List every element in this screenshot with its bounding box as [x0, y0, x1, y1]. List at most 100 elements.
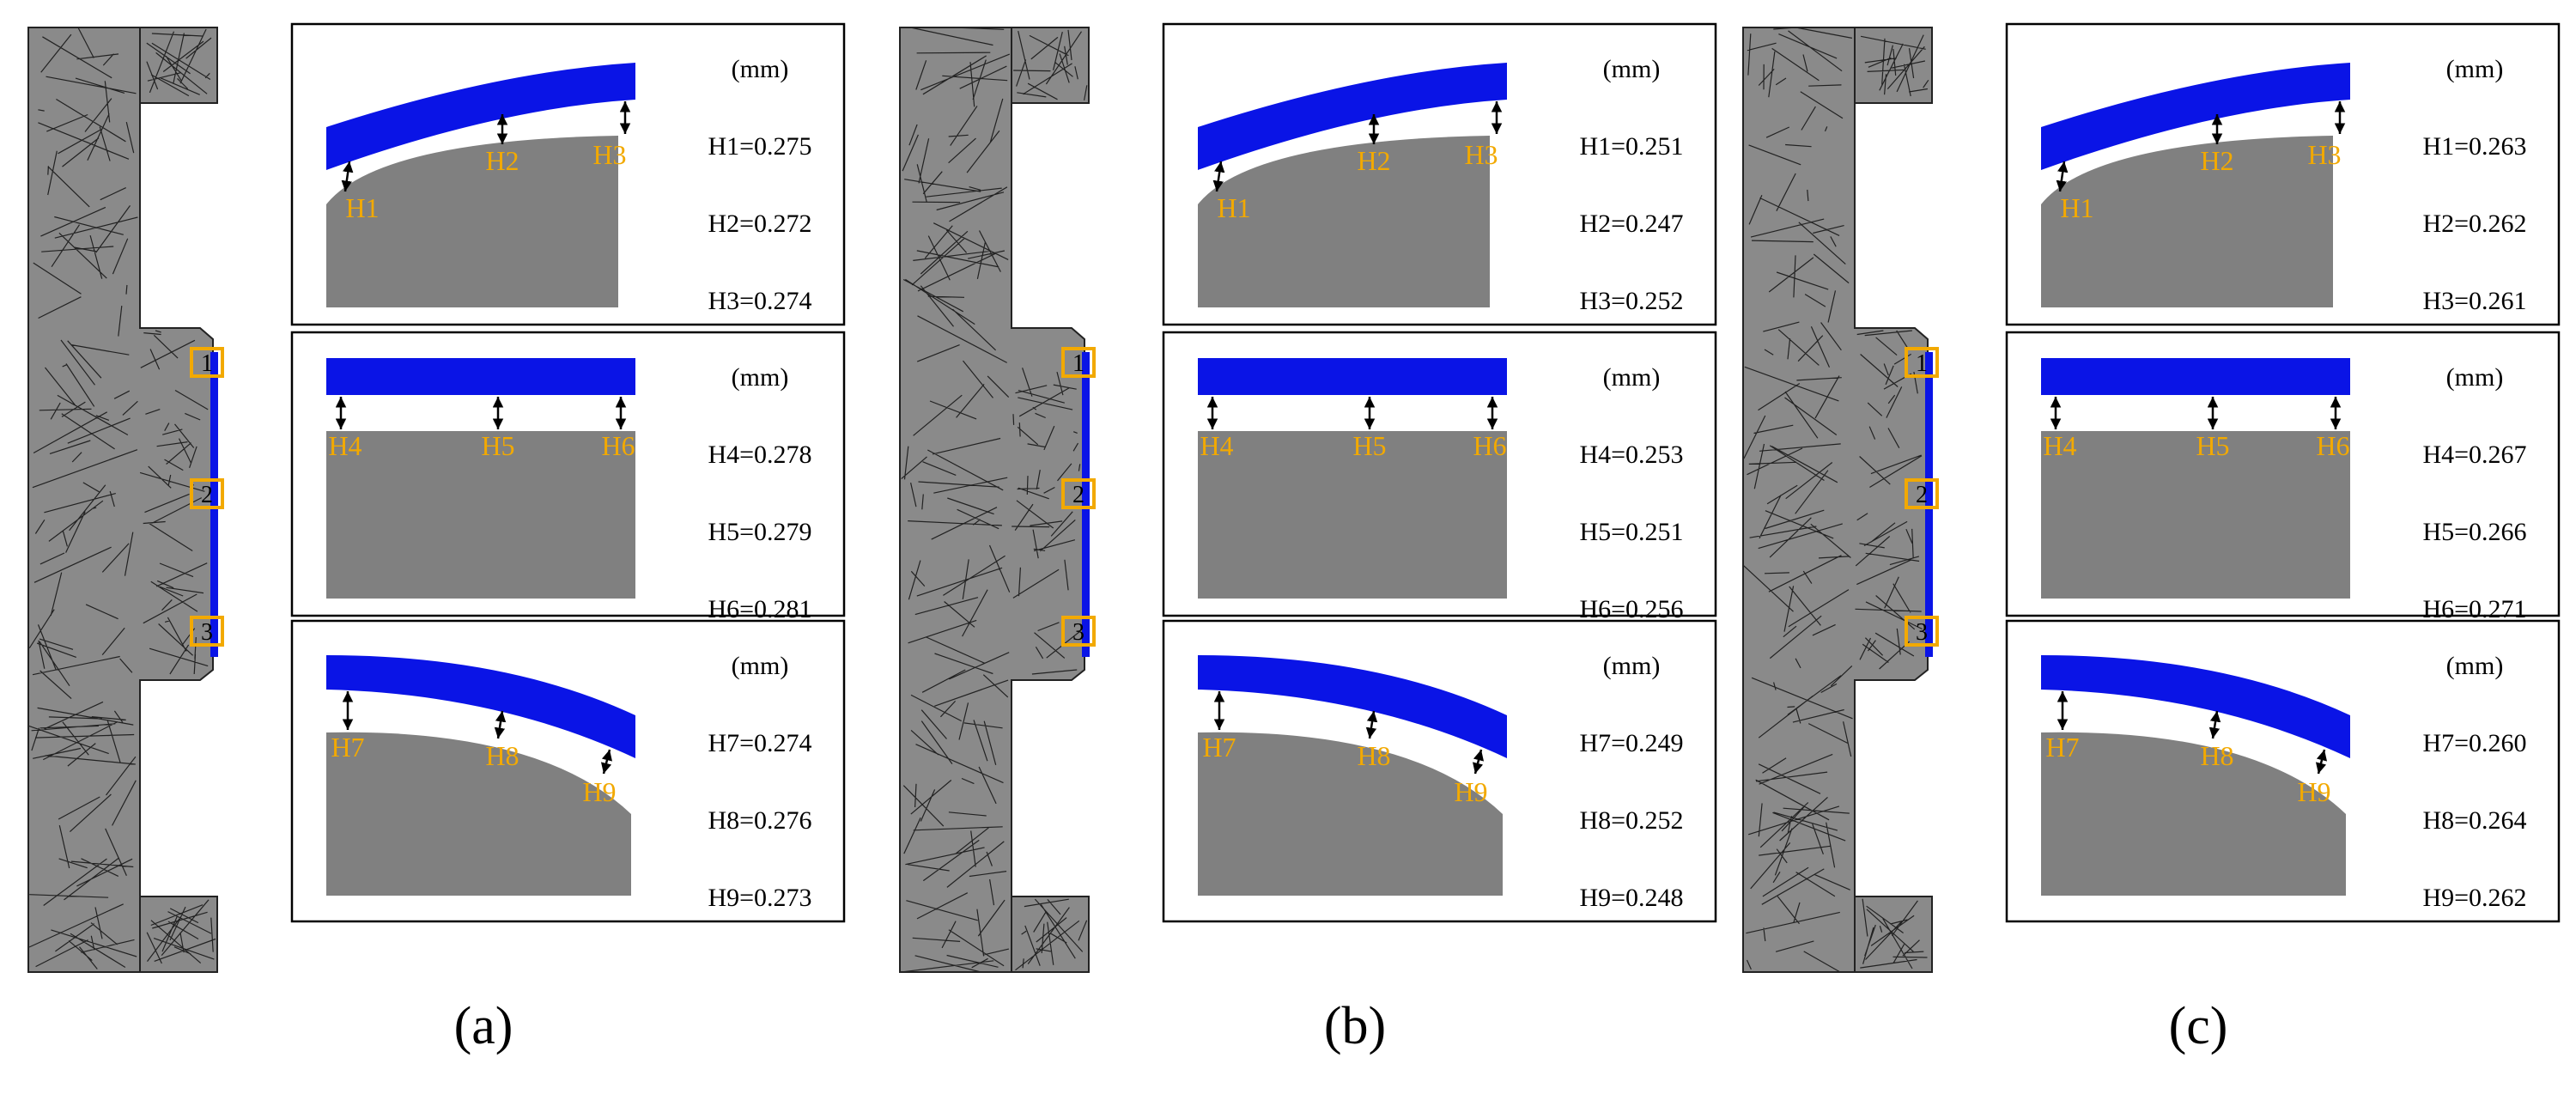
base-surface — [326, 732, 631, 896]
base-surface — [2041, 431, 2350, 599]
gap-value: H3=0.261 — [2422, 287, 2526, 315]
gap-value: H6=0.256 — [1579, 595, 1683, 623]
zone-marker-2: 2 — [1905, 478, 1939, 509]
gap-label: H5 — [1352, 430, 1386, 461]
gap-value: H5=0.279 — [708, 518, 811, 546]
gap-label: H2 — [1357, 145, 1390, 176]
gap-value: H3=0.252 — [1579, 287, 1683, 315]
gap-label: H2 — [485, 145, 519, 176]
unit-label: (mm) — [1603, 363, 1661, 392]
base-surface — [326, 136, 618, 307]
gap-label: H4 — [328, 430, 361, 461]
gap-value: H7=0.260 — [2422, 729, 2526, 757]
unit-label: (mm) — [732, 55, 789, 83]
zone-marker-label: 2 — [201, 482, 213, 508]
zone-marker-3: 3 — [190, 616, 224, 647]
gap-arrow — [2208, 710, 2221, 739]
mesh-lines — [28, 27, 216, 969]
gap-label: H5 — [481, 430, 514, 461]
gap-arrow — [600, 749, 613, 775]
unit-label: (mm) — [1603, 55, 1661, 83]
plate-surface — [326, 63, 635, 170]
zone-marker-2: 2 — [190, 478, 224, 509]
gap-label: H7 — [2045, 732, 2079, 763]
mesh-model: 123 — [27, 27, 224, 973]
gap-value: H2=0.247 — [1579, 210, 1683, 238]
unit-label: (mm) — [732, 363, 789, 392]
gap-label: H8 — [1357, 740, 1390, 771]
plate-surface — [2041, 655, 2350, 758]
gap-value: H8=0.252 — [1579, 806, 1683, 835]
gap-label: H4 — [1200, 430, 1233, 461]
gap-value: H3=0.274 — [708, 287, 811, 315]
gap-label: H7 — [331, 732, 364, 763]
unit-label: (mm) — [1603, 652, 1661, 680]
gap-label: H9 — [2297, 776, 2330, 807]
gap-value: H2=0.262 — [2422, 210, 2526, 238]
gap-value: H1=0.263 — [2422, 132, 2526, 161]
gap-label: H2 — [2200, 145, 2233, 176]
base-surface — [2041, 732, 2346, 896]
gap-value: H6=0.281 — [708, 595, 811, 623]
plate-strip — [1925, 352, 1933, 657]
plate-surface — [1198, 358, 1507, 395]
unit-label: (mm) — [2446, 652, 2504, 680]
gap-label: H7 — [1202, 732, 1236, 763]
bottom-boss — [139, 896, 218, 973]
unit-label: (mm) — [2446, 55, 2504, 83]
zone-marker-3: 3 — [1905, 616, 1939, 647]
plate-strip — [1082, 352, 1090, 657]
mesh-model: 1 2 3 — [899, 27, 1096, 973]
gap-arrow — [2315, 749, 2328, 775]
gap-arrow — [1212, 161, 1225, 192]
gap-arrow — [341, 161, 354, 192]
gap-value: H5=0.251 — [1579, 518, 1683, 546]
base-surface — [1198, 136, 1490, 307]
plate-surface — [1198, 63, 1507, 170]
zone-marker-label: 1 — [1072, 350, 1084, 377]
gap-label: H8 — [485, 740, 519, 771]
base-surface — [326, 431, 635, 599]
zone-marker-label: 3 — [1072, 619, 1084, 646]
zone-marker-label: 1 — [1916, 350, 1928, 377]
base-surface — [1198, 431, 1507, 599]
top-boss — [1854, 27, 1933, 104]
gap-arrow — [2056, 161, 2069, 192]
mesh-lines — [901, 27, 1088, 973]
gap-label: H1 — [345, 192, 379, 223]
zone-marker-3: 3 — [1061, 616, 1096, 647]
zone-marker-label: 3 — [201, 619, 213, 646]
gap-label: H5 — [2196, 430, 2229, 461]
panel-caption: (a) — [454, 997, 513, 1055]
unit-label: (mm) — [2446, 363, 2504, 392]
zone-marker-2: 2 — [1061, 478, 1096, 509]
gap-value: H4=0.278 — [708, 441, 811, 469]
zone-marker-label: 3 — [1916, 619, 1928, 646]
gap-label: H3 — [1464, 139, 1498, 170]
gap-value: H6=0.271 — [2422, 595, 2526, 623]
gap-value: H9=0.273 — [708, 884, 811, 912]
gap-value: H5=0.266 — [2422, 518, 2526, 546]
gap-label: H1 — [2060, 192, 2093, 223]
gap-value: H7=0.274 — [708, 729, 811, 757]
base-surface — [2041, 136, 2333, 307]
gap-value: H9=0.262 — [2422, 884, 2526, 912]
mesh-model: 1 2 3 — [1742, 27, 1939, 973]
plate-surface — [2041, 63, 2350, 170]
gap-value: H1=0.251 — [1579, 132, 1683, 161]
gap-label: H9 — [582, 776, 616, 807]
gap-label: H9 — [1454, 776, 1487, 807]
panel-caption: (b) — [1324, 997, 1386, 1055]
plate-surface — [1198, 655, 1507, 758]
